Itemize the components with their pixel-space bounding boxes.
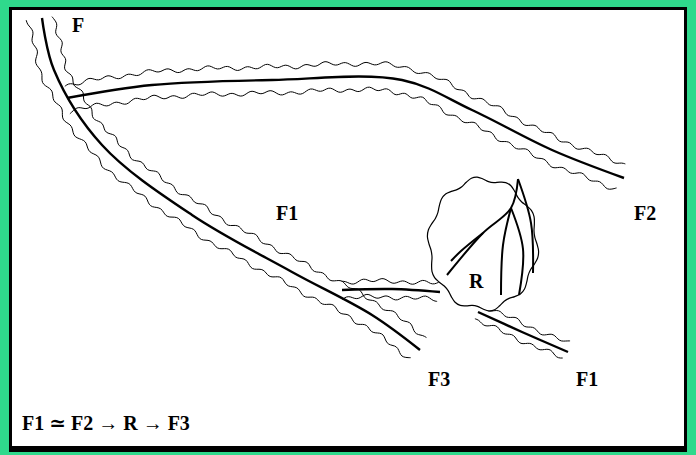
distributary-line — [511, 208, 523, 295]
flow-label: F2 — [632, 202, 658, 224]
distributary-line — [518, 179, 533, 273]
channel-line — [67, 77, 624, 178]
region-letter: R — [467, 270, 485, 292]
diagram-frame: R F F1 F2F3 F1 F1 ≃ F2 → R → F3 — [9, 7, 687, 452]
channel-bank — [26, 20, 410, 358]
flow-label: F1 — [274, 202, 300, 224]
channel-line — [342, 289, 440, 292]
channel-line — [478, 312, 568, 352]
flow-label: F1 — [574, 368, 600, 390]
channel-bank — [342, 279, 439, 285]
distributary-line — [451, 233, 483, 261]
channel-bank — [65, 62, 625, 164]
distributary-line — [447, 179, 518, 275]
flow-formula: F1 ≃ F2 → R → F3 — [20, 412, 192, 434]
flow-label: F — [70, 14, 86, 36]
reservoir-region: R — [423, 173, 543, 315]
distributary-line — [501, 208, 511, 295]
reservoir-outline — [423, 173, 543, 315]
flow-label: F3 — [426, 368, 452, 390]
reservoir-border — [427, 177, 538, 311]
channel-bank — [342, 294, 437, 301]
channel-bank — [70, 87, 617, 189]
channel-bank — [475, 319, 563, 358]
